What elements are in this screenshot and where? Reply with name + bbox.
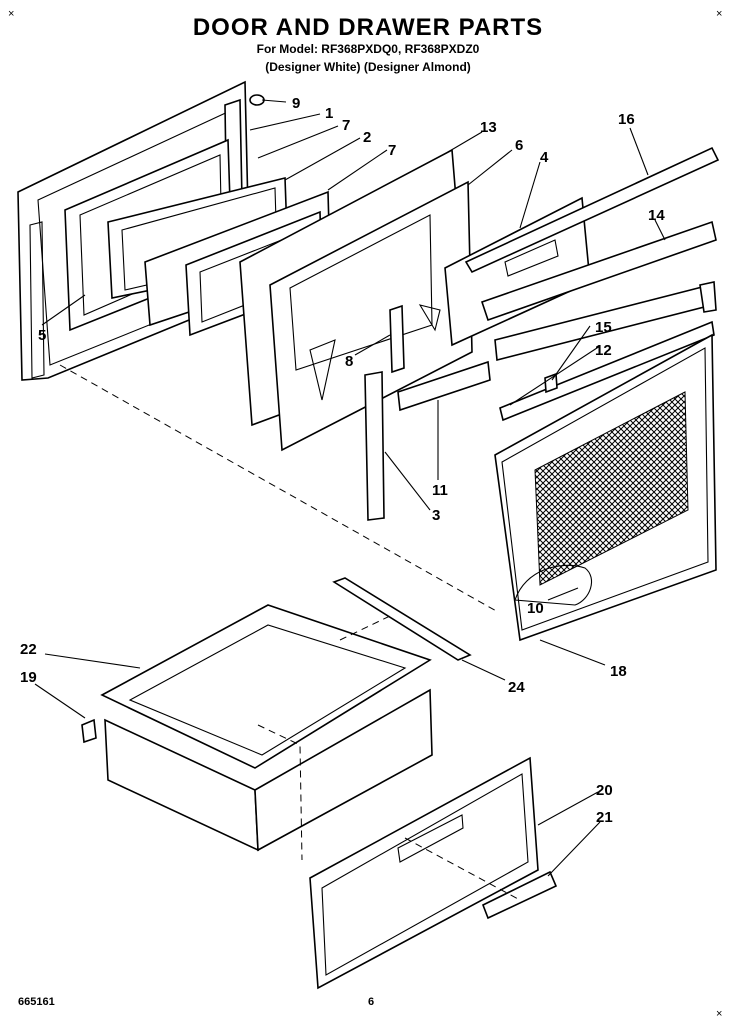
corner-mark-bottom-right: × bbox=[716, 1008, 723, 1020]
callout-18: 18 bbox=[610, 663, 627, 680]
callout-24: 24 bbox=[508, 679, 525, 696]
callout-10: 10 bbox=[527, 600, 544, 617]
callout-1: 1 bbox=[325, 105, 333, 122]
callout-8: 8 bbox=[345, 353, 353, 370]
color-variants-line: (Designer White) (Designer Almond) bbox=[265, 60, 471, 74]
callout-15: 15 bbox=[595, 319, 612, 336]
corner-mark-top-left: × bbox=[8, 8, 15, 20]
callout-3: 3 bbox=[432, 507, 440, 524]
callout-5: 5 bbox=[38, 327, 46, 344]
drawer-body bbox=[100, 604, 433, 852]
drawer-slide bbox=[332, 577, 472, 661]
callout-14: 14 bbox=[648, 207, 665, 224]
drawer-front-panel bbox=[309, 756, 539, 990]
door-seal-strip bbox=[397, 360, 491, 412]
callout-19: 19 bbox=[20, 669, 37, 686]
callout-12: 12 bbox=[595, 342, 612, 359]
side-door-trim bbox=[364, 371, 385, 521]
leader-lines bbox=[34, 99, 666, 877]
inner-door-liner bbox=[269, 180, 473, 452]
door-bumper bbox=[249, 94, 265, 106]
callout-9: 9 bbox=[292, 95, 300, 112]
callout-13: 13 bbox=[480, 119, 497, 136]
callout-22: 22 bbox=[20, 641, 37, 658]
page-title: DOOR AND DRAWER PARTS bbox=[192, 14, 544, 41]
door-vent-trim bbox=[480, 220, 717, 322]
callout-7a: 7 bbox=[342, 117, 350, 134]
callout-21: 21 bbox=[596, 809, 613, 826]
callout-4: 4 bbox=[540, 149, 549, 166]
drawer-handle bbox=[481, 870, 558, 920]
door-top-trim bbox=[464, 146, 720, 274]
part-callouts: 9 1 7 2 7 13 6 4 16 14 5 8 15 12 11 3 10… bbox=[20, 95, 665, 826]
corner-mark-top-right: × bbox=[716, 8, 723, 20]
page-number: 6 bbox=[368, 996, 375, 1008]
door-outer-panel bbox=[494, 333, 717, 642]
document-number: 665161 bbox=[18, 996, 55, 1008]
callout-16: 16 bbox=[618, 111, 635, 128]
callout-11: 11 bbox=[432, 482, 448, 499]
callout-2: 2 bbox=[363, 129, 371, 146]
callout-7b: 7 bbox=[388, 142, 396, 159]
alignment-lines bbox=[59, 364, 521, 901]
callout-20: 20 bbox=[596, 782, 613, 799]
model-line: For Model: RF368PXDQ0, RF368PXDZ0 bbox=[256, 42, 480, 56]
hinge-receiver bbox=[389, 304, 405, 374]
drawer-stop bbox=[81, 718, 97, 744]
callout-6: 6 bbox=[515, 137, 523, 154]
door-handle-assembly bbox=[494, 281, 717, 422]
